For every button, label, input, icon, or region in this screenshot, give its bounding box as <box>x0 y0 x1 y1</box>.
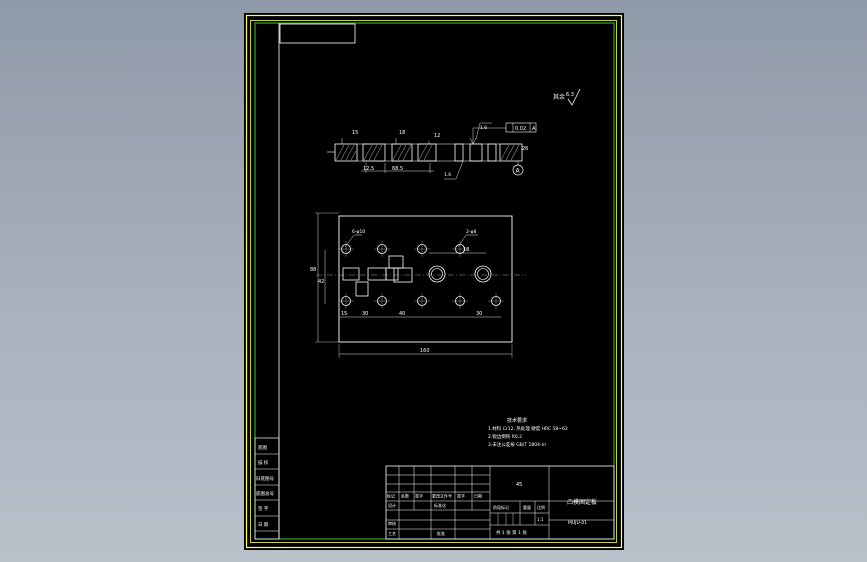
hole-note-1: 6-φ10 <box>352 229 365 235</box>
hatching <box>418 144 433 161</box>
plate-outline <box>338 215 513 343</box>
section-block-5 <box>454 143 464 162</box>
section-block-4 <box>417 143 437 162</box>
tb-scale: 比例 <box>537 504 545 510</box>
tb-drawing-number: MUJU-01 <box>568 520 587 526</box>
pilot-hole-left <box>428 265 446 283</box>
datum-letter: A <box>516 168 521 175</box>
pilot-hole-right <box>474 265 492 283</box>
tb-stage: 阶段标记 <box>493 504 509 510</box>
tb-count: 处数 <box>401 493 409 499</box>
dim-width-total: 160 <box>420 348 430 354</box>
hole-pattern <box>338 241 504 309</box>
dim-spacing-a: 15 <box>341 311 347 317</box>
tb-review: 审核 <box>388 520 396 526</box>
hatching <box>500 144 520 161</box>
left-info-strip: 底图 描 校 旧底图号 底图总号 签 字 日 期 <box>254 437 280 540</box>
datum-circle <box>512 164 524 176</box>
strip-label-5: 签 字 <box>258 505 269 512</box>
middle-frame <box>250 20 617 543</box>
tb-process: 工艺 <box>388 531 396 536</box>
tech-line-2: 2.锐边倒钝 R0.2 <box>488 433 522 440</box>
section-chamfer-top: 1.6 <box>480 125 487 131</box>
tolerance-value: 0.02 <box>515 126 526 132</box>
strip-label-4: 底图总号 <box>256 490 274 497</box>
strip-label-1: 底图 <box>258 444 267 451</box>
dim-mid: 18 <box>463 247 469 253</box>
hatching <box>335 144 357 161</box>
tb-designer: 设计 <box>388 502 396 508</box>
dim-spacing-d: 30 <box>476 311 482 317</box>
tb-sign: 签字 <box>457 493 465 499</box>
tb-scale-value: 1:1 <box>537 517 544 522</box>
tb-sign-left: 签字 <box>415 493 423 499</box>
roughness-label: 其余 <box>553 93 565 101</box>
datum-ref: A <box>532 126 536 132</box>
hatching <box>392 144 412 161</box>
drawing-sheet: 其余 6.3 <box>244 13 624 550</box>
section-dim-bottom-2: 68.5 <box>392 166 403 172</box>
tb-sheet-info: 共 1 张 第 1 张 <box>496 529 527 536</box>
section-chamfer-bottom: 1.6 <box>444 172 451 178</box>
tech-line-3: 3.未注公差按 GB/T 1804-m <box>488 441 546 448</box>
technical-requirements: 技术要求 1.材料 Cr12, 热处理 硬度 HRC 58~62 2.锐边倒钝 … <box>488 417 568 448</box>
hatching <box>363 144 383 161</box>
dim-spacing-b: 30 <box>362 311 368 317</box>
roughness-value: 6.3 <box>566 92 574 98</box>
tb-material: 45 <box>516 482 522 488</box>
tb-approve: 批准 <box>437 530 445 536</box>
tolerance-frame <box>505 122 537 133</box>
drawing-code-box <box>279 23 356 44</box>
section-block-2 <box>362 143 386 162</box>
section-block-1 <box>334 143 358 162</box>
tb-drawing-name: 凸模固定板 <box>567 498 597 506</box>
roughness-check-icon <box>567 88 581 106</box>
engineering-drawing: 其余 6.3 <box>245 14 623 549</box>
tb-change-doc: 更改文件号 <box>432 493 452 499</box>
section-view: 15 18 12 12.5 68.5 26 0.02 A 1.6 <box>327 122 537 180</box>
dim-spacing-c: 40 <box>399 311 405 317</box>
dim-height-inner: 42 <box>318 279 324 285</box>
outer-frame <box>245 14 623 549</box>
tb-standardize: 标准化 <box>434 502 446 508</box>
section-block-8 <box>499 143 523 162</box>
tech-line-1: 1.材料 Cr12, 热处理 硬度 HRC 58~62 <box>488 425 568 432</box>
punch-windows <box>342 255 413 297</box>
tech-title: 技术要求 <box>507 417 527 424</box>
tb-marks: 标记 <box>387 493 395 499</box>
strip-label-2: 描 校 <box>258 459 269 466</box>
surface-roughness-note: 其余 6.3 <box>553 88 581 106</box>
section-block-6 <box>469 143 483 162</box>
tb-date: 日期 <box>474 493 482 499</box>
strip-label-6: 日 期 <box>258 522 269 528</box>
section-dim-right: 12 <box>434 133 440 139</box>
section-dim-mid: 18 <box>399 130 405 136</box>
section-block-7 <box>487 143 497 162</box>
section-dim-left: 15 <box>352 130 358 136</box>
section-dim-bottom-1: 12.5 <box>363 166 374 172</box>
tb-weight: 重量 <box>523 504 531 510</box>
strip-label-3: 旧底图号 <box>256 475 274 482</box>
section-thickness: 26 <box>522 146 528 152</box>
title-block: 标记 处数 签字 更改文件号 签字 日期 设计 标准化 审核 工艺 批准 阶段标… <box>385 465 615 540</box>
plan-view: 88 42 160 15 30 40 30 18 6-φ10 2-φ8 <box>310 212 526 358</box>
hole-note-2: 2-φ8 <box>466 229 476 235</box>
dim-height-total: 88 <box>310 267 316 273</box>
